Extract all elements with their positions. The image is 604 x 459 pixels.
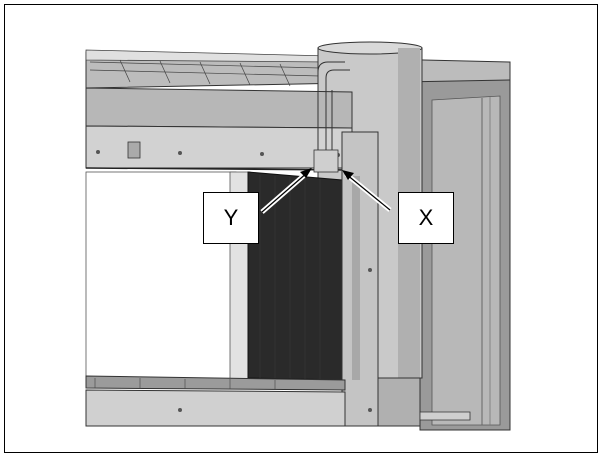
arrow-y [260, 168, 312, 214]
coil-panel [247, 171, 343, 381]
bottom-rail [85, 389, 346, 427]
arrow-x [342, 170, 392, 212]
upper-beam [85, 87, 353, 129]
rear-side-panel-inner [431, 95, 501, 426]
callout-x: X [398, 192, 454, 244]
callout-y: Y [203, 192, 259, 244]
